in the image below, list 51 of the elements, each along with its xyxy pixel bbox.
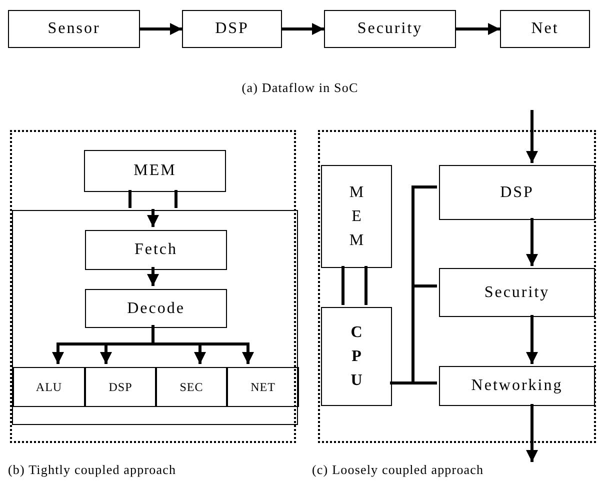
unit-cell [227, 367, 299, 407]
process-box [439, 268, 595, 317]
arrow [526, 110, 538, 163]
node-label: ALU [36, 380, 62, 394]
node-label: Fetch [134, 241, 178, 259]
process-box [84, 150, 226, 192]
node-label: Sensor [48, 20, 100, 38]
caption: (a) Dataflow in SoC [240, 80, 360, 96]
node-label: MEM [134, 162, 176, 180]
memory-block [321, 165, 392, 268]
arrow [147, 209, 159, 227]
arrow [147, 267, 159, 286]
dotted-frame [10, 130, 296, 443]
node-label: Net [531, 20, 559, 38]
arrow [282, 23, 324, 35]
node-label: Security [484, 284, 550, 302]
connector-line [174, 190, 178, 208]
processor-block [321, 307, 392, 406]
process-box [500, 10, 590, 48]
caption: (c) Loosely coupled approach [312, 462, 485, 478]
node-label: MEM [348, 182, 364, 250]
node-label: DSP [215, 20, 249, 38]
node-label: Security [357, 20, 423, 38]
unit-cell [85, 367, 156, 407]
dotted-frame [318, 130, 596, 443]
arrow [526, 404, 538, 462]
connector-line [364, 266, 368, 305]
process-box [439, 165, 595, 220]
process-box [182, 10, 282, 48]
caption: (b) Tightly coupled approach [8, 462, 178, 478]
arrow [526, 315, 538, 364]
arrow [526, 218, 538, 266]
process-box [85, 230, 227, 270]
process-box [8, 10, 140, 48]
node-label: SEC [180, 380, 204, 394]
node-label: DSP [108, 380, 132, 394]
node-label: Decode [127, 300, 185, 318]
unit-cell [156, 367, 227, 407]
connector-line [342, 266, 344, 305]
arrow [456, 23, 500, 35]
arrow [140, 23, 182, 35]
node-label: NET [250, 380, 276, 394]
node-label: DSP [500, 184, 534, 202]
node-label: CPU [350, 322, 364, 390]
connector-line [128, 190, 132, 208]
process-box [85, 289, 227, 328]
core-frame [12, 210, 298, 425]
node-label: Networking [471, 377, 563, 395]
unit-cell [13, 367, 85, 407]
process-box [324, 10, 456, 48]
process-box [439, 366, 595, 406]
